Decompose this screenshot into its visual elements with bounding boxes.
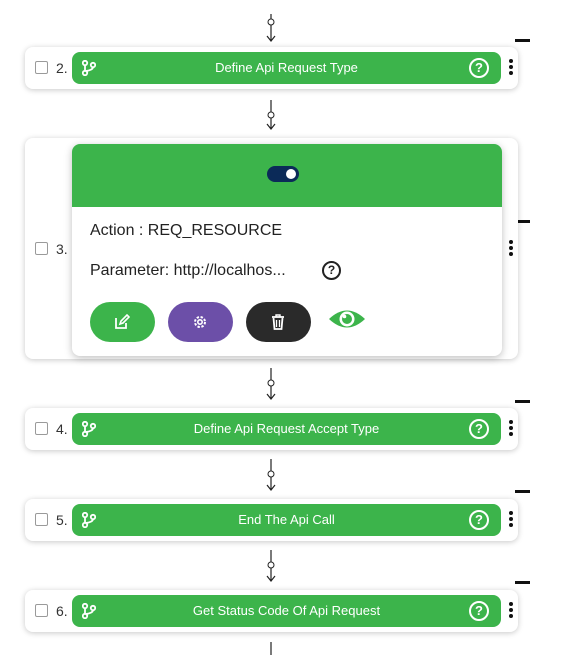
step-number: 2. [56, 60, 68, 76]
kebab-menu-icon[interactable] [509, 420, 513, 438]
step-checkbox[interactable] [35, 422, 48, 435]
connector-arrow [263, 459, 279, 491]
step-title-bar[interactable]: Get Status Code Of Api Request ? [72, 595, 501, 627]
help-icon[interactable]: ? [322, 261, 341, 280]
eye-icon[interactable] [327, 306, 367, 337]
step-title-bar[interactable]: End The Api Call ? [72, 504, 501, 536]
connector-arrow [263, 14, 279, 42]
branch-icon [81, 602, 97, 624]
step-number: 6. [56, 603, 68, 619]
edit-button[interactable] [90, 302, 155, 342]
help-icon[interactable]: ? [469, 510, 489, 530]
step-card: 2. Define Api Request Type ? [25, 47, 518, 89]
kebab-menu-icon[interactable] [509, 59, 513, 77]
step-card: 5. End The Api Call ? [25, 499, 518, 541]
help-icon[interactable]: ? [469, 58, 489, 78]
collapse-handle[interactable] [515, 581, 530, 584]
branch-icon [81, 59, 97, 81]
connector-arrow [263, 368, 279, 400]
branch-icon [81, 420, 97, 442]
collapse-handle[interactable] [515, 220, 530, 223]
branch-icon [81, 511, 97, 533]
step-detail-panel: Action : REQ_RESOURCE Parameter: http://… [72, 144, 502, 356]
step-title-bar[interactable]: Define Api Request Accept Type ? [72, 413, 501, 445]
connector-arrow [263, 550, 279, 582]
action-text: Action : REQ_RESOURCE [90, 222, 283, 239]
kebab-menu-icon[interactable] [509, 511, 513, 529]
edit-icon [115, 314, 130, 329]
collapse-handle[interactable] [515, 400, 530, 403]
step-title-bar[interactable]: Define Api Request Type ? [72, 52, 501, 84]
help-icon[interactable]: ? [469, 601, 489, 621]
step-number: 3. [56, 241, 68, 257]
step-title: End The Api Call [238, 512, 335, 527]
delete-button[interactable] [246, 302, 311, 342]
step-number: 5. [56, 512, 68, 528]
step-title: Get Status Code Of Api Request [192, 603, 381, 618]
parameter-text: Parameter: http://localhos... [90, 262, 286, 279]
step-card: 4. Define Api Request Accept Type ? [25, 408, 518, 450]
gear-icon [194, 316, 206, 328]
collapse-handle[interactable] [515, 39, 530, 42]
connector-line [263, 642, 279, 655]
connector-arrow [263, 100, 279, 130]
trash-icon [272, 314, 284, 330]
step-card: 6. Get Status Code Of Api Request ? [25, 590, 518, 632]
step-title: Define Api Request Accept Type [193, 421, 380, 436]
step-checkbox[interactable] [35, 604, 48, 617]
enable-toggle[interactable] [267, 166, 299, 182]
step-checkbox[interactable] [35, 242, 48, 255]
kebab-menu-icon[interactable] [509, 602, 513, 620]
kebab-menu-icon[interactable] [509, 240, 513, 258]
step-checkbox[interactable] [35, 61, 48, 74]
collapse-handle[interactable] [515, 490, 530, 493]
step-checkbox[interactable] [35, 513, 48, 526]
step-detail-header [72, 144, 502, 207]
step-number: 4. [56, 421, 68, 437]
help-icon[interactable]: ? [469, 419, 489, 439]
step-title: Define Api Request Type [215, 60, 358, 75]
settings-button[interactable] [168, 302, 233, 342]
